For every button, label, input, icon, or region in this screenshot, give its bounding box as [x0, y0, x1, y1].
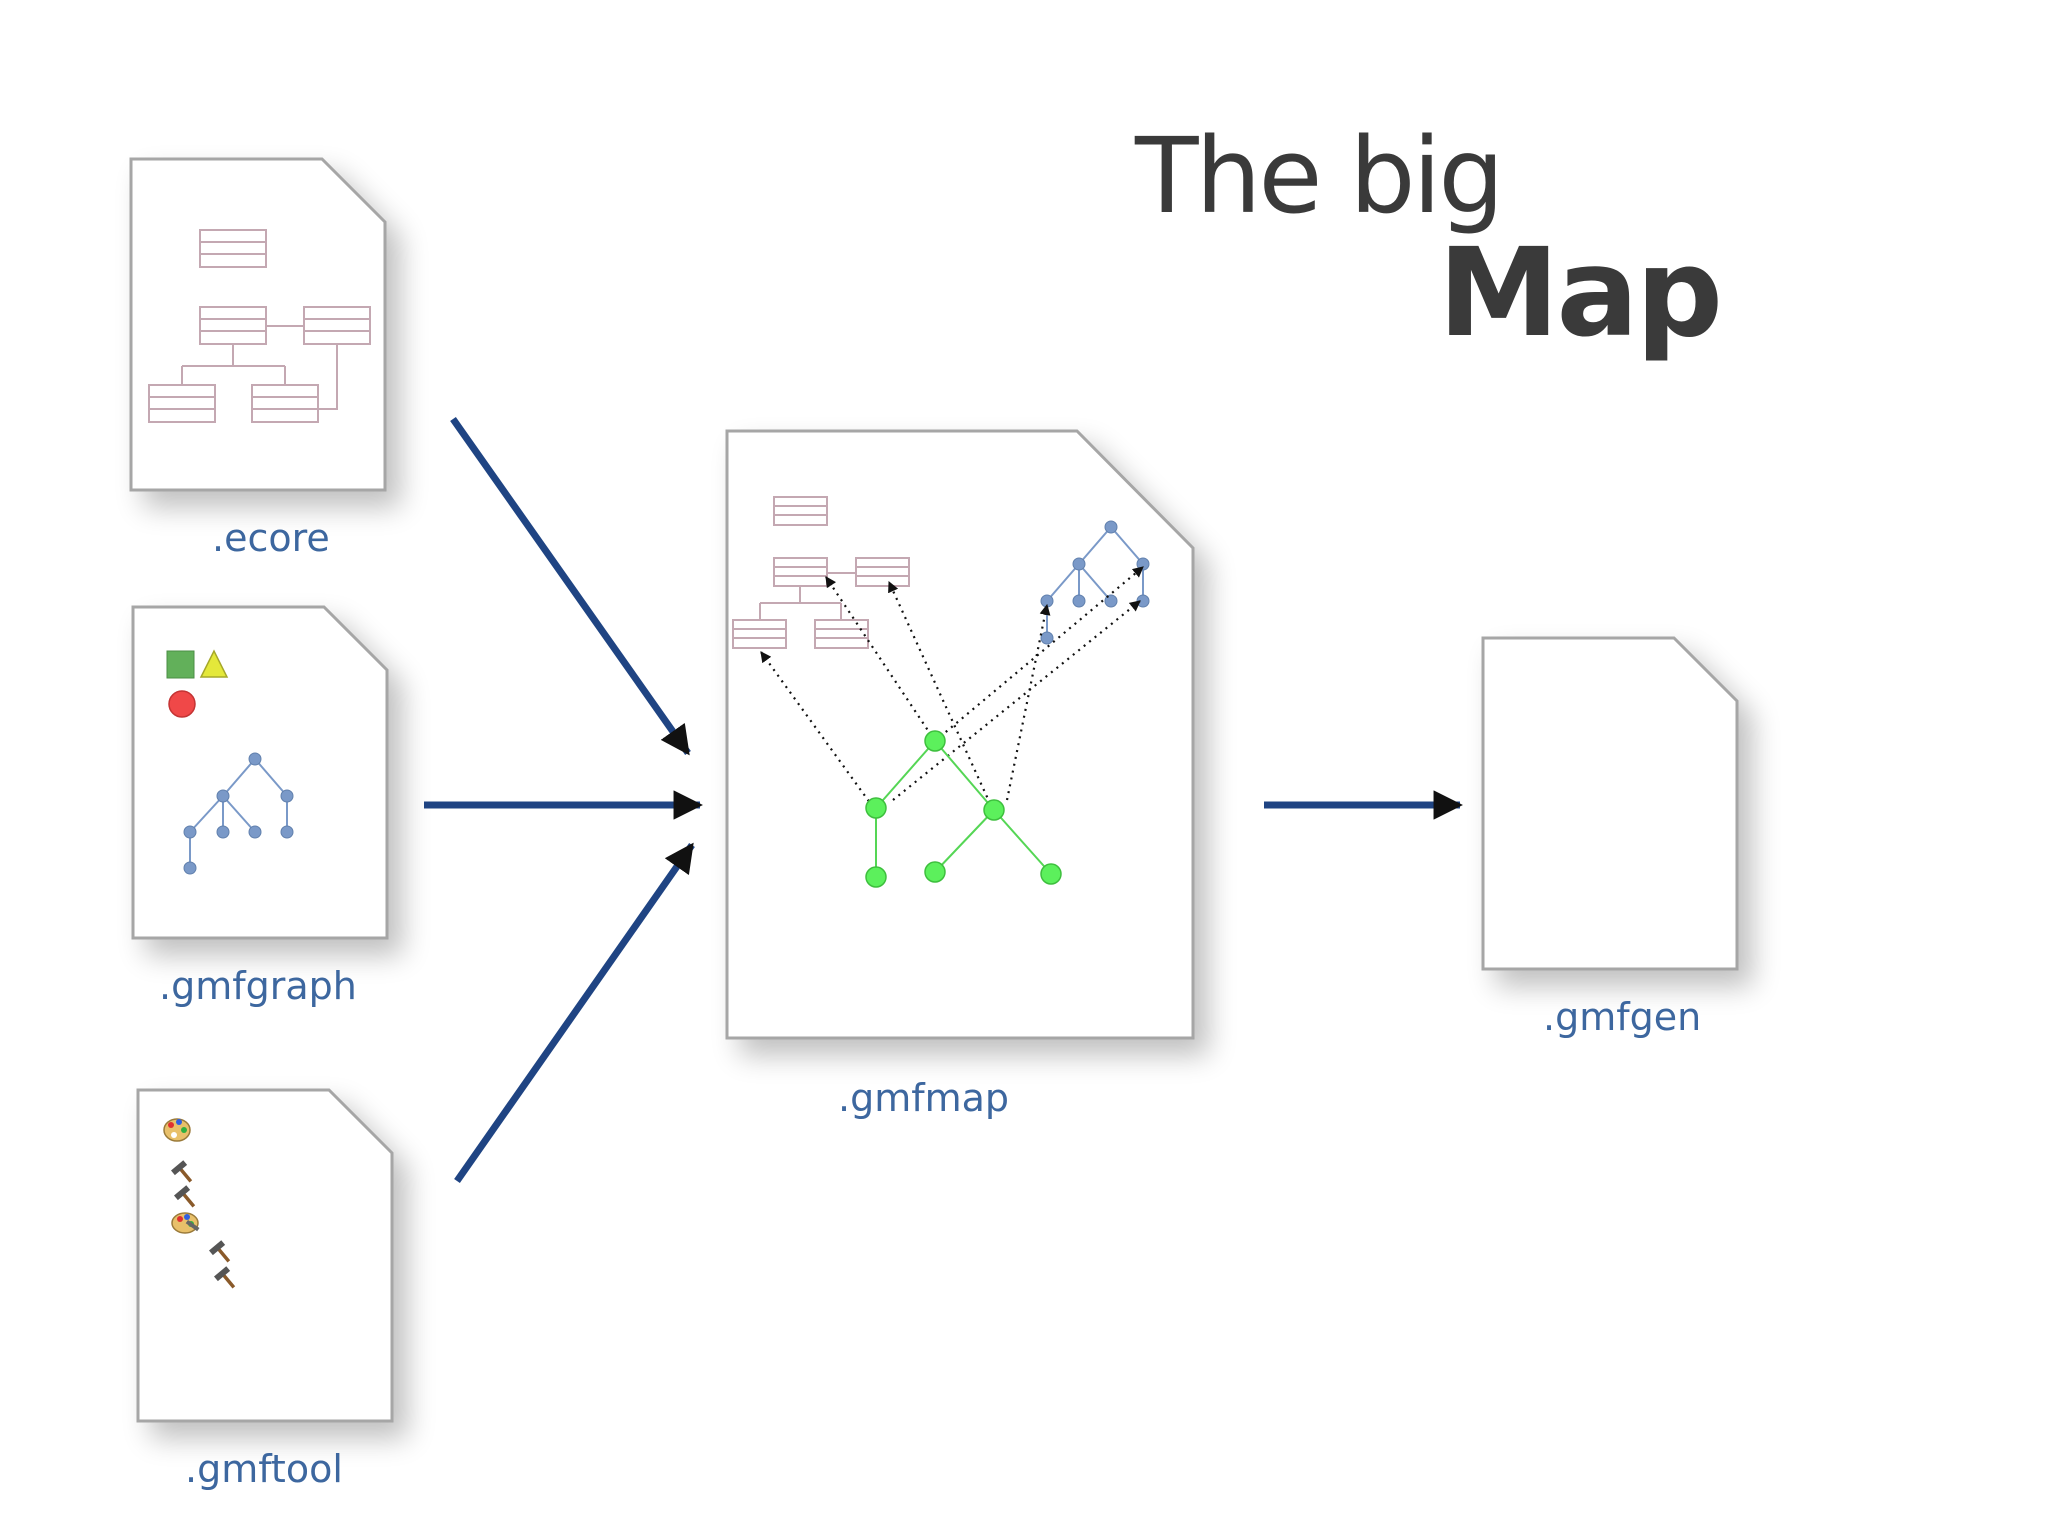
gmftool-document [136, 1088, 394, 1423]
title-line-2: Map [1438, 222, 1720, 364]
hammer-icon [174, 1185, 196, 1208]
arrow-gmftool-to-gmfmap [454, 842, 695, 1184]
figure-tree-icon [183, 752, 294, 875]
gmftool-label: .gmftool [185, 1447, 343, 1491]
figure-tree-mini [1040, 520, 1150, 645]
uml-class-diagram-mini [732, 496, 910, 649]
mapping-links [760, 566, 1144, 811]
title-line-1: The big [1134, 115, 1501, 237]
hammer-icon [214, 1266, 236, 1289]
gmfgraph-label: .gmfgraph [159, 964, 357, 1008]
palette-icon [163, 1118, 191, 1142]
palette-icon [171, 1212, 200, 1234]
gmfgen-label: .gmfgen [1543, 995, 1701, 1039]
uml-class-diagram-icon [148, 229, 371, 423]
red-circle-shape [168, 690, 196, 718]
gmfmap-document [725, 429, 1195, 1040]
mapping-tree [865, 730, 1062, 888]
ecore-label: .ecore [212, 516, 330, 560]
arrow-ecore-to-gmfmap [450, 416, 691, 756]
gmfgraph-document [131, 605, 389, 940]
hammer-icon [209, 1240, 231, 1263]
gmfmap-label: .gmfmap [838, 1076, 1009, 1120]
gmfgen-document [1481, 636, 1739, 971]
yellow-triangle-shape [199, 649, 229, 678]
ecore-document [129, 157, 387, 492]
green-square-shape [166, 650, 195, 679]
hammer-icon [171, 1160, 193, 1183]
